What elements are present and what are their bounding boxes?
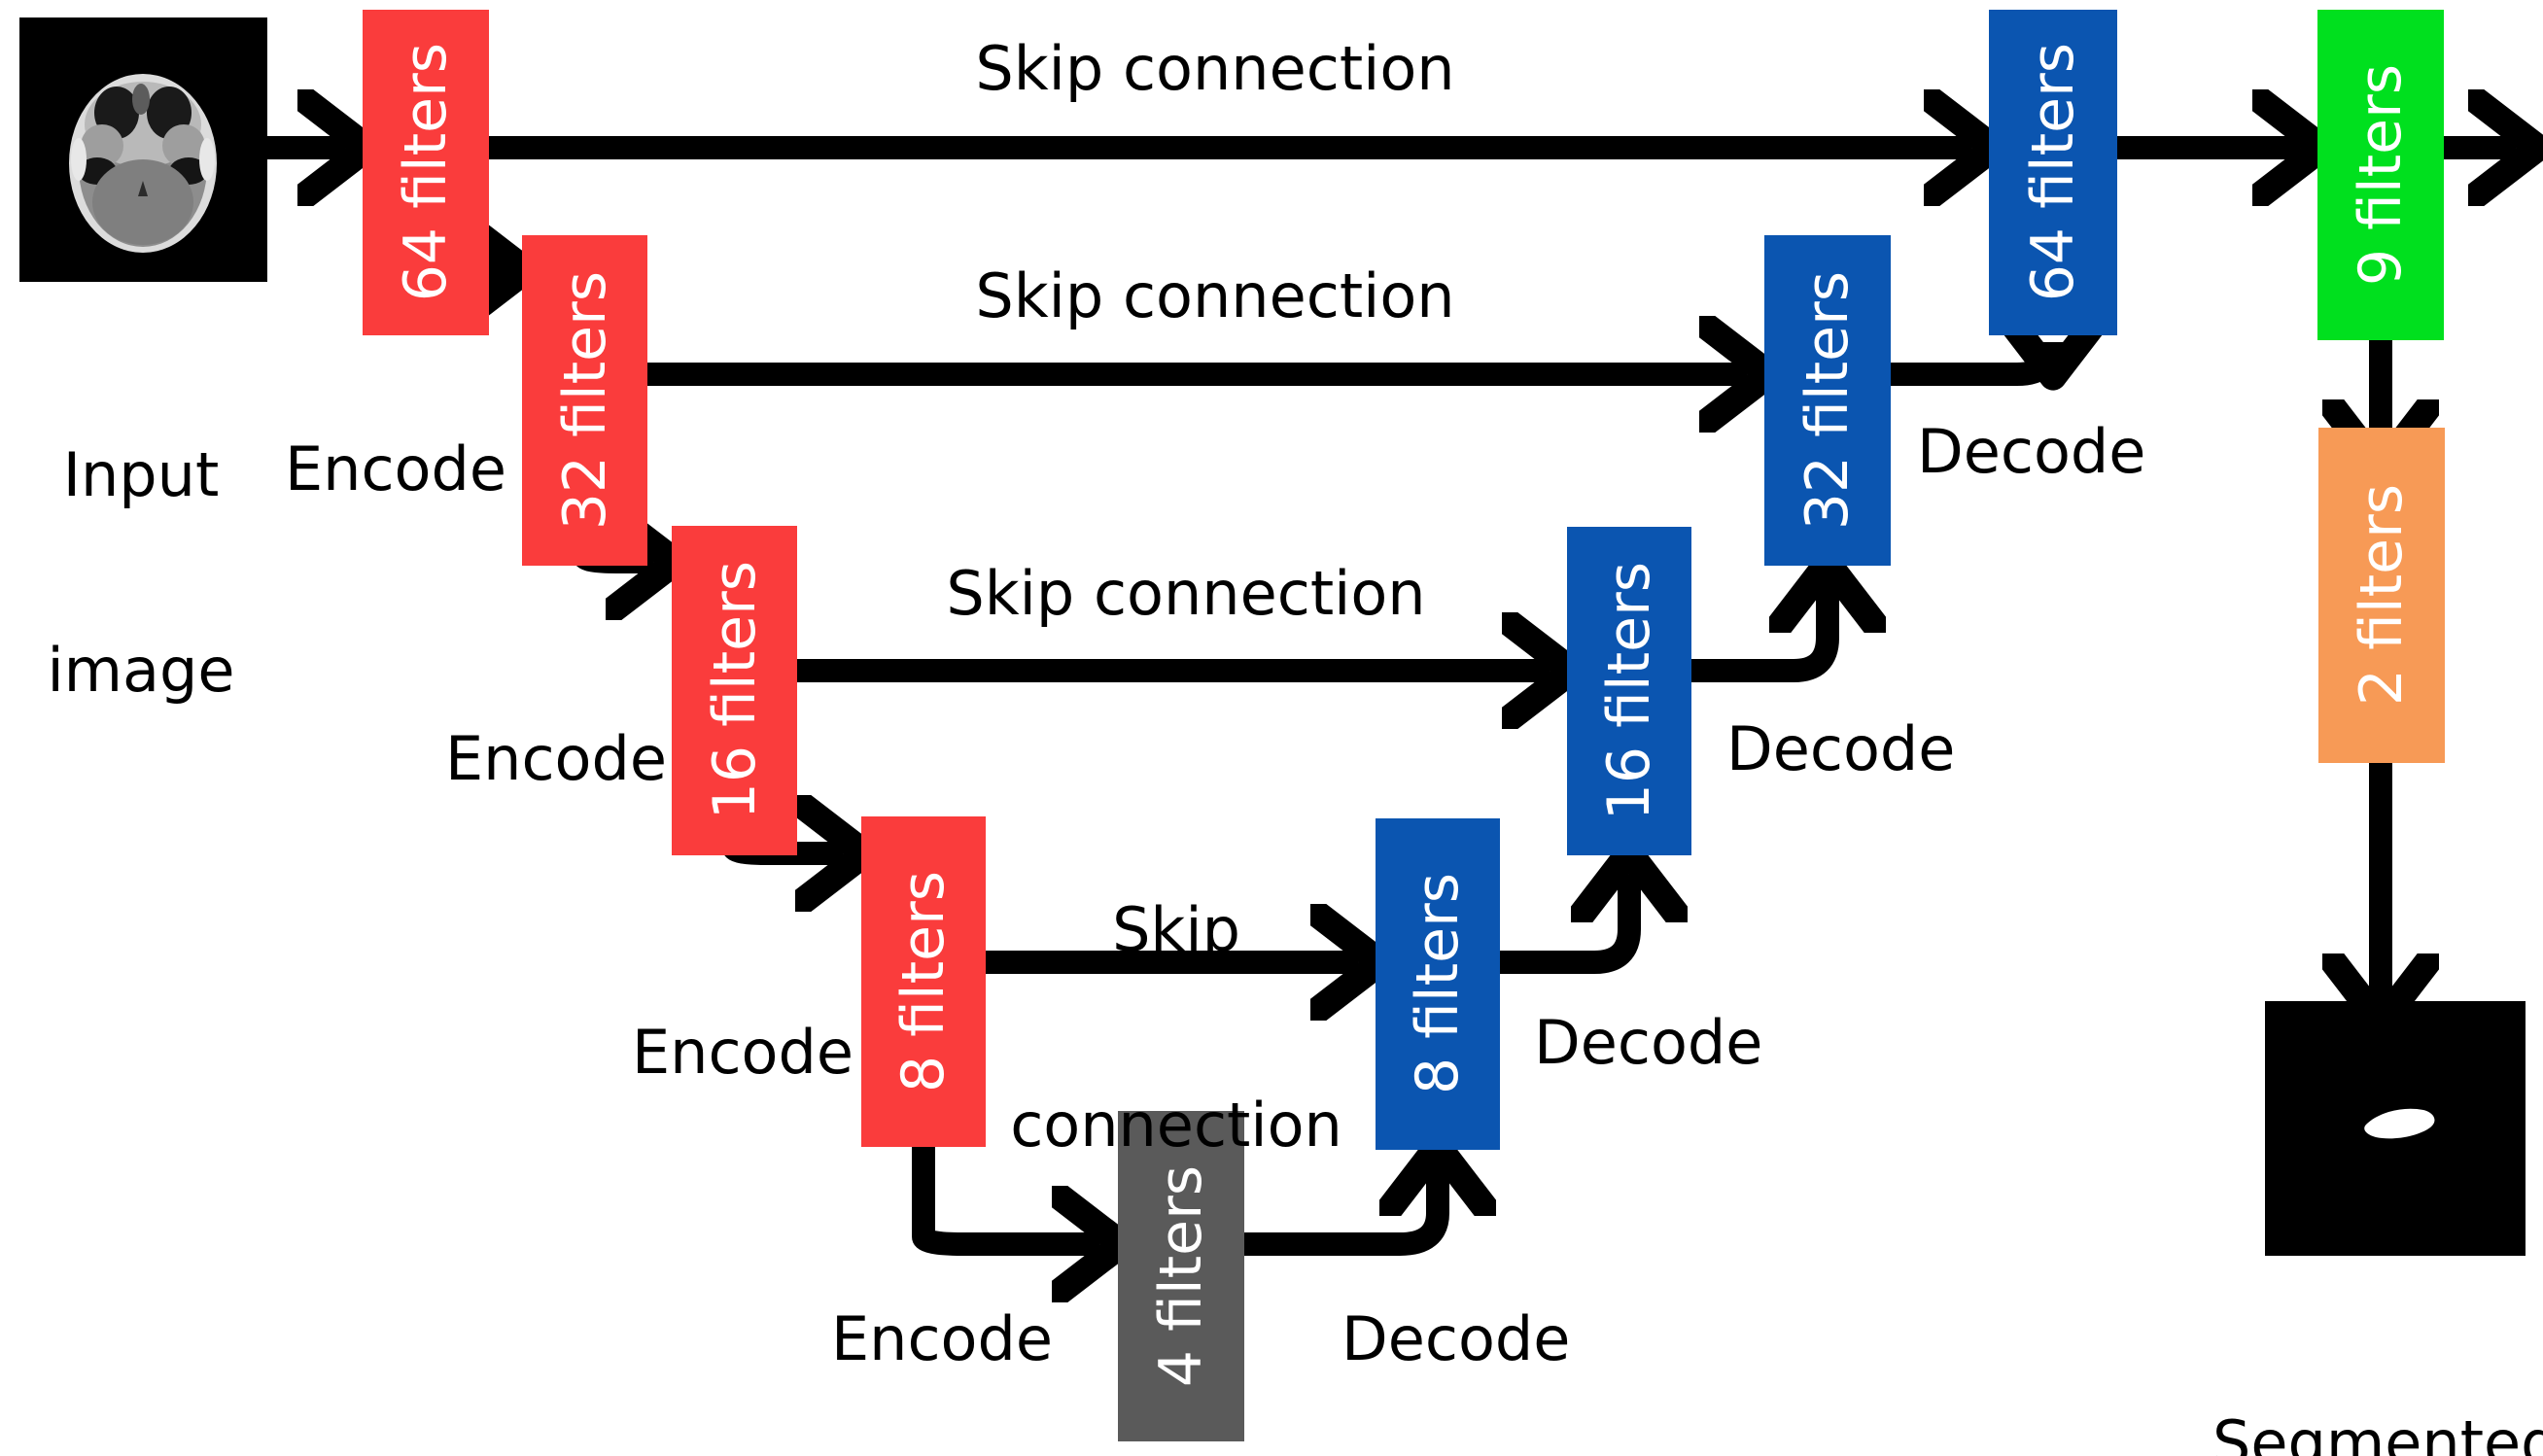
decoder-block-32-label: 32 filters [1794, 270, 1862, 531]
skip-connection-label-4: Skip connection [982, 768, 1371, 1289]
encoder-block-8[interactable]: 8 filters [861, 816, 986, 1147]
encoder-block-32[interactable]: 32 filters [522, 235, 647, 566]
decoder-block-8-label: 8 filters [1404, 873, 1472, 1095]
brain-mri-icon [19, 17, 267, 282]
encoder-block-32-label: 32 filters [550, 270, 619, 531]
bottleneck-block-4[interactable]: 4 filters [1118, 1111, 1244, 1441]
arrow-decode-4 [1891, 342, 2053, 374]
skip-connection-label-4-line2: connection [1010, 1089, 1342, 1161]
input-caption-line2: image [47, 634, 235, 706]
decode-label-4: Decode [1917, 416, 2146, 487]
mask-caption-line1: Segmented [2212, 1406, 2543, 1456]
head-block-9[interactable]: 9 filters [2317, 10, 2444, 340]
arrow-decode-2 [1500, 875, 1629, 974]
skip-connection-label-1: Skip connection [975, 33, 1455, 104]
skip-connection-label-4-line1: Skip [1112, 893, 1240, 965]
input-image [19, 17, 267, 282]
decoder-block-64[interactable]: 64 filters [1989, 10, 2117, 335]
decode-label-2: Decode [1534, 1007, 1763, 1078]
encoder-block-16-label: 16 filters [700, 561, 769, 820]
decoder-block-16[interactable]: 16 filters [1567, 527, 1691, 855]
encoder-block-64[interactable]: 64 filters [363, 10, 489, 335]
input-image-caption: Input image [0, 313, 282, 834]
skip-connection-label-2: Skip connection [975, 260, 1455, 331]
head-block-9-label: 9 filters [2347, 63, 2415, 287]
decode-label-3: Decode [1726, 713, 1956, 784]
head-block-2-label: 2 filters [2348, 484, 2416, 707]
encode-label-1: Encode [285, 433, 506, 504]
encode-label-3: Encode [632, 1017, 853, 1088]
segmented-mask-caption: Segmented Mask [2212, 1281, 2543, 1456]
encoder-block-64-label: 64 filters [392, 43, 460, 302]
segmentation-mask-icon [2265, 1001, 2526, 1256]
decoder-block-16-label: 16 filters [1595, 561, 1663, 821]
skip-connection-label-3: Skip connection [946, 558, 1426, 629]
encode-label-4: Encode [831, 1303, 1053, 1374]
decoder-block-8[interactable]: 8 filters [1376, 818, 1500, 1150]
input-caption-line1: Input [62, 438, 220, 510]
encoder-block-8-label: 8 filters [889, 870, 958, 1093]
head-block-2[interactable]: 2 filters [2318, 428, 2445, 763]
encode-label-2: Encode [445, 723, 667, 794]
segmented-mask-image [2265, 1001, 2526, 1256]
decoder-block-32[interactable]: 32 filters [1764, 235, 1891, 566]
decoder-block-64-label: 64 filters [2019, 43, 2087, 302]
decode-label-1: Decode [1341, 1303, 1571, 1374]
arrow-decode-3 [1691, 585, 1828, 682]
encoder-block-16[interactable]: 16 filters [672, 526, 797, 855]
